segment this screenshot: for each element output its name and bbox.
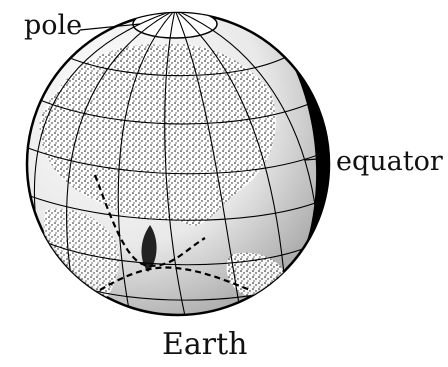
earth-caption: Earth <box>162 330 248 360</box>
pole-label: pole <box>24 12 82 39</box>
equator-label: equator <box>336 148 443 175</box>
